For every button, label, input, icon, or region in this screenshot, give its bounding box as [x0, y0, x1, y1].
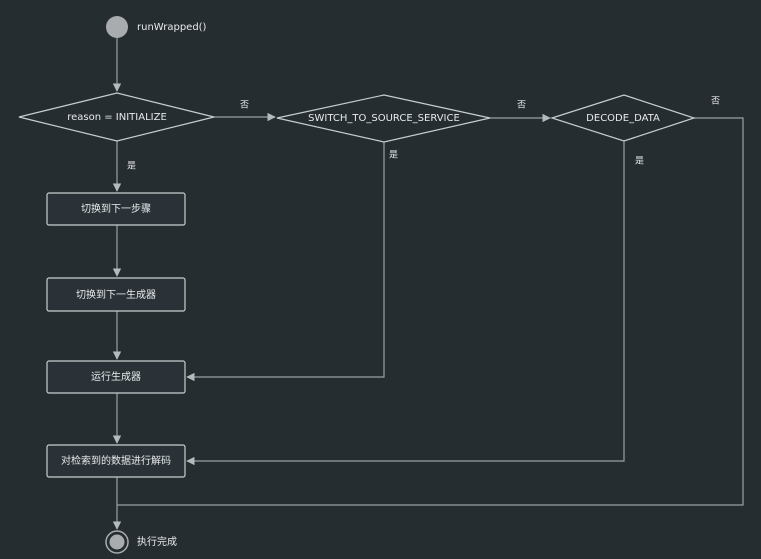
end-node	[109, 534, 125, 550]
edge-decode-data-no	[117, 117, 744, 506]
label-switch-no: 否	[517, 100, 526, 111]
step-run-generator-label: 运行生成器	[91, 370, 141, 383]
step-next-stage	[46, 192, 186, 226]
label-decode-data-yes: 是	[635, 156, 644, 167]
step-decode-retrieved-label: 对检索到的数据进行解码	[61, 454, 171, 467]
end-label: 执行完成	[137, 535, 177, 548]
decision-switch-to-source	[276, 94, 491, 143]
step-run-generator	[46, 360, 186, 394]
step-next-generator-label: 切换到下一生成器	[76, 288, 156, 301]
label-switch-yes: 是	[389, 150, 398, 161]
step-next-generator	[46, 277, 186, 312]
start-node	[106, 16, 128, 38]
decision-decode-data	[550, 94, 696, 142]
label-initialize-no: 否	[240, 100, 249, 111]
decision-decode-data-label: DECODE_DATA	[586, 113, 660, 124]
end-node-ring	[105, 530, 129, 554]
label-initialize-yes: 是	[127, 161, 136, 172]
label-decode-data-no: 否	[711, 96, 720, 107]
step-decode-retrieved	[46, 444, 186, 478]
edge-decode-data-yes	[186, 141, 625, 466]
decision-switch-to-source-label: SWITCH_TO_SOURCE_SERVICE	[308, 113, 460, 124]
decision-initialize-label: reason = INITIALIZE	[67, 112, 167, 123]
edge-switch-yes	[186, 142, 385, 382]
start-label: runWrapped()	[137, 22, 207, 33]
step-next-stage-label: 切换到下一步骤	[81, 202, 151, 215]
decision-initialize	[18, 92, 215, 142]
